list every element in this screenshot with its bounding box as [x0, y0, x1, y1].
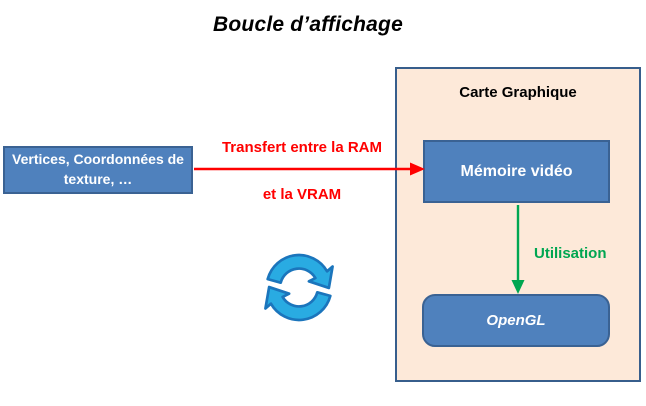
video-memory-box: Mémoire vidéo: [423, 140, 610, 203]
vertices-box-label-line2: texture, …: [63, 171, 133, 187]
graphics-card-title: Carte Graphique: [459, 84, 577, 101]
opengl-label: OpenGL: [486, 312, 546, 329]
transfer-arrow-icon: [194, 162, 425, 176]
opengl-box: OpenGL: [422, 294, 610, 347]
transfer-label-bottom: et la VRAM: [262, 186, 342, 203]
transfer-label-top: Transfert entre la RAM: [221, 139, 383, 156]
graphics-card-container: Carte Graphique Mémoire vidéo Utilisatio…: [395, 67, 641, 382]
video-memory-label: Mémoire vidéo: [460, 162, 573, 180]
vertices-box: Vertices, Coordonnées de texture, …: [3, 146, 193, 194]
diagram-title: Boucle d’affichage: [213, 13, 403, 36]
utilisation-label: Utilisation: [534, 245, 607, 262]
vertices-box-label-line1: Vertices, Coordonnées de: [12, 151, 184, 168]
refresh-cycle-icon: [264, 253, 334, 322]
